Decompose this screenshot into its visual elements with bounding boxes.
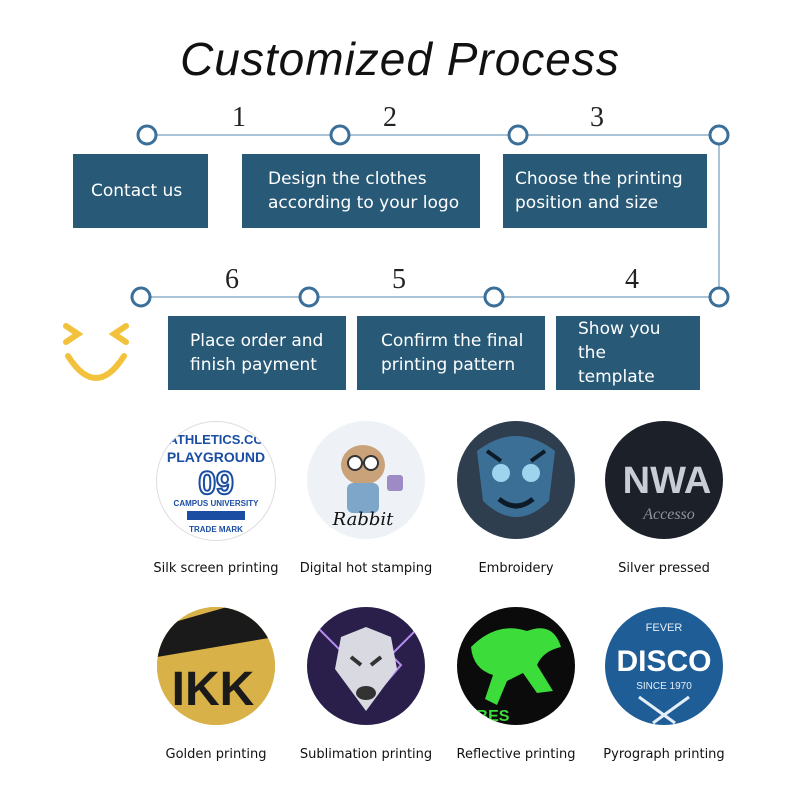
silk-art-4: CAMPUS UNIVERSITY	[174, 499, 260, 508]
technique-label: Reflective printing	[456, 747, 576, 762]
step-label-3: Choose the printing position and size	[515, 169, 683, 213]
flow-node	[298, 286, 320, 308]
step-box-5: Confirm the final printing pattern	[357, 316, 545, 390]
flow-node	[708, 124, 730, 146]
smiley-icon	[63, 323, 129, 381]
technique-label: Golden printing	[165, 747, 267, 762]
step-label-1: Contact us	[91, 181, 183, 201]
flow-node	[507, 124, 529, 146]
technique-label: Sublimation printing	[299, 747, 433, 762]
silk-art-1: ATHLETICS.CO	[168, 432, 263, 447]
embroidery-sample	[457, 421, 575, 539]
step-number-6: 6	[225, 264, 239, 295]
step-box-6: Place order and finish payment	[168, 316, 346, 390]
technique-digital-hot-stamping: Rabbit Digital hot stamping	[286, 421, 446, 576]
technique-reflective-printing: BES Reflective printing	[436, 607, 596, 762]
flow-node	[136, 124, 158, 146]
technique-golden-printing: IKK Golden printing	[136, 607, 296, 762]
silk-art-5: TRADE MARK	[189, 525, 243, 534]
silver-art-2: Accesso	[642, 506, 695, 523]
technique-silk-screen: ATHLETICS.CO PLAYGROUND 09 CAMPUS UNIVER…	[136, 421, 296, 576]
hot-stamping-art: Rabbit	[332, 509, 394, 530]
silk-screen-sample: ATHLETICS.CO PLAYGROUND 09 CAMPUS UNIVER…	[156, 421, 276, 541]
flow-node	[708, 286, 730, 308]
pyrograph-sample: FEVER DISCO SINCE 1970	[605, 607, 723, 725]
sublimation-sample	[307, 607, 425, 725]
step-label-2: Design the clothes according to your log…	[268, 169, 460, 213]
technique-label: Digital hot stamping	[299, 561, 433, 576]
technique-pyrograph-printing: FEVER DISCO SINCE 1970 Pyrograph printin…	[584, 607, 744, 762]
flow-node	[329, 124, 351, 146]
reflective-art: BES	[477, 708, 510, 725]
technique-silver-pressed: NWA Accesso Silver pressed	[584, 421, 744, 576]
reflective-sample: BES	[457, 607, 575, 725]
hot-stamping-sample: Rabbit	[307, 421, 425, 539]
step-number-5: 5	[392, 264, 406, 295]
pyrograph-art-3: SINCE 1970	[636, 681, 692, 692]
golden-art: IKK	[172, 663, 255, 716]
technique-label: Silk screen printing	[153, 561, 279, 576]
technique-embroidery: Embroidery	[436, 421, 596, 576]
flow-node	[483, 286, 505, 308]
technique-sublimation-printing: Sublimation printing	[286, 607, 446, 762]
step-number-1: 1	[232, 102, 246, 133]
step-label-5: Confirm the final printing pattern	[381, 331, 524, 375]
step-box-3: Choose the printing position and size	[503, 154, 707, 228]
pyrograph-art-1: FEVER	[646, 622, 683, 634]
step-box-2: Design the clothes according to your log…	[242, 154, 480, 228]
technique-label: Pyrograph printing	[603, 747, 725, 762]
flow-node	[130, 286, 152, 308]
silk-art-2: PLAYGROUND	[167, 449, 265, 465]
silver-pressed-sample: NWA Accesso	[605, 421, 723, 539]
technique-label: Silver pressed	[618, 561, 710, 576]
step-number-2: 2	[383, 102, 397, 133]
step-box-1: Contact us	[73, 154, 208, 228]
technique-label: Embroidery	[478, 561, 554, 576]
step-label-6: Place order and finish payment	[190, 331, 324, 375]
step-box-4: Show you the template	[556, 316, 700, 390]
step-label-4: Show you the template	[578, 319, 661, 387]
silk-art-3: 09	[198, 465, 234, 501]
step-number-4: 4	[625, 264, 639, 295]
pyrograph-art-2: DISCO	[616, 645, 711, 678]
golden-printing-sample: IKK	[157, 607, 275, 725]
silver-art-1: NWA	[623, 460, 712, 502]
step-number-3: 3	[590, 102, 604, 133]
page-title: Customized Process	[180, 33, 620, 85]
